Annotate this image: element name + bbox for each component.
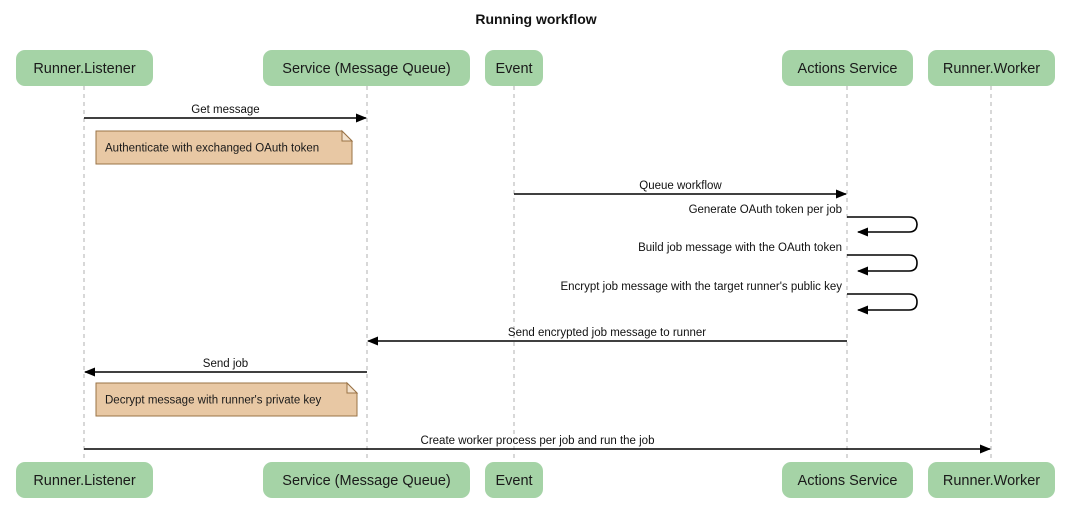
notes-group: Authenticate with exchanged OAuth tokenD… <box>95 129 359 417</box>
actor-box <box>782 462 913 498</box>
message-send-encrypted-job-message-to-runner: Send encrypted job message to runner <box>367 327 847 346</box>
message-queue-workflow: Queue workflow <box>514 180 847 199</box>
message-label: Send job <box>203 358 248 370</box>
actor-label: Event <box>495 61 532 77</box>
message-generate-oauth-token-per-job: Generate OAuth token per job <box>689 204 918 237</box>
actor-label: Runner.Worker <box>943 473 1040 489</box>
actor-label: Runner.Worker <box>943 61 1040 77</box>
footer-actors-group: Runner.Listener Service (Message Queue) Ev… <box>16 462 1055 498</box>
message-label: Send encrypted job message to runner <box>508 327 706 339</box>
header-actors-group: Runner.Listener Service (Message Queue) Ev… <box>16 50 1055 86</box>
actor-header-runner-listener[interactable]: Runner.Listener <box>16 50 153 86</box>
self-loop-path <box>847 254 918 276</box>
actor-label: Runner.Listener <box>33 61 136 77</box>
actor-box <box>485 50 543 86</box>
actor-box <box>263 462 470 498</box>
message-send-job: Send job <box>84 358 367 377</box>
actor-box <box>263 50 470 86</box>
message-create-worker-process-per-job-and-run-the-job: Create worker process per job and run th… <box>84 435 991 454</box>
note-note-authenticate: Authenticate with exchanged OAuth token <box>95 129 354 165</box>
actor-label: Event <box>495 473 532 489</box>
message-label: Build job message with the OAuth token <box>638 242 842 254</box>
actor-box <box>928 462 1055 498</box>
message-build-job-message-with-the-oauth-token: Build job message with the OAuth token <box>638 242 918 276</box>
note-body <box>95 130 353 165</box>
actor-footer-actions-service[interactable]: Actions Service <box>782 462 913 498</box>
self-loop-path <box>847 216 918 237</box>
message-label: Get message <box>191 104 259 116</box>
actor-label: Service (Message Queue) <box>282 473 450 489</box>
actor-box <box>782 50 913 86</box>
actor-header-event[interactable]: Event <box>485 50 543 86</box>
message-get-message: Get message <box>84 104 367 123</box>
note-note-decrypt: Decrypt message with runner's private ke… <box>95 381 359 417</box>
actor-footer-service-message-queue[interactable]: Service (Message Queue) <box>263 462 470 498</box>
actor-header-actions-service[interactable]: Actions Service <box>782 50 913 86</box>
actor-box <box>485 462 543 498</box>
note-body <box>95 382 358 417</box>
actor-box <box>16 462 153 498</box>
actor-box <box>16 50 153 86</box>
actor-label: Service (Message Queue) <box>282 61 450 77</box>
diagram-title: Running workflow <box>475 11 596 27</box>
message-label: Create worker process per job and run th… <box>421 435 655 447</box>
note-fold-corner <box>346 381 359 394</box>
actor-label: Actions Service <box>798 473 898 489</box>
note-label: Decrypt message with runner's private ke… <box>105 395 322 407</box>
actor-box <box>928 50 1055 86</box>
message-label: Generate OAuth token per job <box>689 204 842 216</box>
message-label: Encrypt job message with the target runn… <box>560 281 842 293</box>
note-label: Authenticate with exchanged OAuth token <box>105 143 319 155</box>
lifelines-group <box>83 86 992 462</box>
self-loop-path <box>847 293 918 315</box>
actor-header-runner-worker[interactable]: Runner.Worker <box>928 50 1055 86</box>
actor-footer-event[interactable]: Event <box>485 462 543 498</box>
note-fold-corner <box>341 129 354 142</box>
actor-label: Actions Service <box>798 61 898 77</box>
actor-label: Runner.Listener <box>33 473 136 489</box>
actor-header-service-message-queue[interactable]: Service (Message Queue) <box>263 50 470 86</box>
message-encrypt-job-message-with-the-target-runners-public-key: Encrypt job message with the target runn… <box>560 281 918 315</box>
actor-footer-runner-listener[interactable]: Runner.Listener <box>16 462 153 498</box>
actor-footer-runner-worker[interactable]: Runner.Worker <box>928 462 1055 498</box>
message-label: Queue workflow <box>639 180 722 192</box>
